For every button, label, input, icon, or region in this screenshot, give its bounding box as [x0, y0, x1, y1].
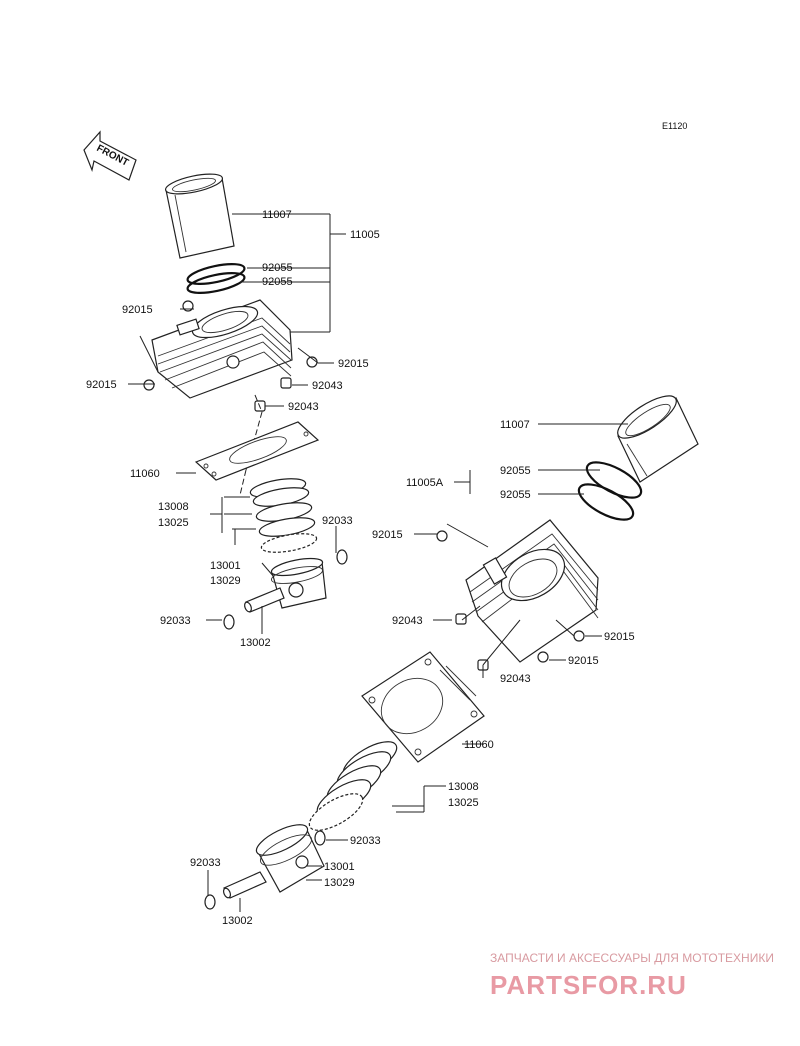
front-arrow-icon: FRONT [83, 130, 137, 181]
o-ring-left-2 [186, 272, 246, 294]
label-92043-left-b: 92043 [288, 401, 319, 413]
label-92043-right-b: 92043 [500, 673, 531, 685]
label-13008-right: 13008 [448, 781, 479, 793]
cylinder-sleeve-right [617, 395, 699, 483]
label-13029-left: 13029 [210, 575, 241, 587]
label-92055-right-a: 92055 [500, 465, 531, 477]
label-13001-left: 13001 [210, 560, 241, 572]
left-assembly: 11007 11005 92055 92055 92015 92015 9201… [86, 173, 380, 649]
label-11005a-right: 11005A [406, 477, 444, 489]
piston-pin-left [244, 587, 285, 613]
label-92015-left-a: 92015 [122, 304, 153, 316]
piston-ring-right-5 [308, 793, 364, 831]
diagram-code: E1120 [662, 121, 687, 131]
cylinder-gasket-left [194, 421, 320, 481]
circlip-left-b [223, 614, 235, 630]
piston-ring-left-5 [260, 533, 318, 553]
piston-right [255, 824, 325, 893]
label-92033-left-b: 92033 [160, 615, 191, 627]
label-92055-right-b: 92055 [500, 489, 531, 501]
label-92043-right-a: 92043 [392, 615, 423, 627]
cylinder-gasket-right [361, 651, 485, 763]
label-11007-left: 11007 [262, 209, 292, 221]
label-92033-right-b: 92033 [190, 857, 221, 869]
label-13001-right: 13001 [324, 861, 355, 873]
label-92015-right-a: 92015 [372, 529, 403, 541]
watermark-tagline: ЗАПЧАСТИ И АКСЕССУАРЫ ДЛЯ МОТОТЕХНИКИ [490, 951, 774, 965]
label-92043-left-a: 92043 [312, 380, 343, 392]
label-11007-right: 11007 [500, 419, 530, 431]
cylinder-sleeve-left [164, 173, 235, 259]
cylinder-block-right [465, 519, 599, 663]
watermark-logo: PARTSFOR.RU [490, 970, 687, 1000]
nut-92015-right-a [436, 530, 448, 542]
dowel-92043-right-a [455, 613, 467, 625]
label-92033-right-a: 92033 [350, 835, 381, 847]
label-92033-left-a: 92033 [322, 515, 353, 527]
label-11060-right: 11060 [464, 739, 494, 751]
o-ring-right-2 [577, 483, 635, 521]
right-assembly: 11007 11005A 92055 92055 92015 92043 920… [190, 395, 699, 927]
nut-92015-left-c [143, 379, 155, 391]
label-11060-left: 11060 [130, 468, 160, 480]
circlip-left-a [336, 549, 348, 565]
label-92055-left-a: 92055 [262, 262, 293, 274]
piston-pin-right [222, 871, 267, 899]
circlip-right-a [314, 830, 326, 846]
circlip-right-b [204, 894, 216, 910]
label-11005-left: 11005 [350, 229, 380, 241]
label-13008-left: 13008 [158, 501, 189, 513]
dowel-92043-left-a [280, 377, 292, 389]
label-13029-right: 13029 [324, 877, 355, 889]
label-92015-right-c: 92015 [568, 655, 599, 667]
label-13002-right: 13002 [222, 915, 253, 927]
label-13025-left: 13025 [158, 517, 189, 529]
label-92015-right-b: 92015 [604, 631, 635, 643]
o-ring-left-1 [186, 263, 246, 285]
nut-92015-right-b [573, 630, 585, 642]
label-92055-left-b: 92055 [262, 276, 293, 288]
label-13025-right: 13025 [448, 797, 479, 809]
label-92015-left-b: 92015 [338, 358, 369, 370]
label-13002-left: 13002 [240, 637, 271, 649]
nut-92015-right-c [537, 651, 549, 663]
label-92015-left-c: 92015 [86, 379, 117, 391]
cylinder-block-left [151, 299, 293, 399]
